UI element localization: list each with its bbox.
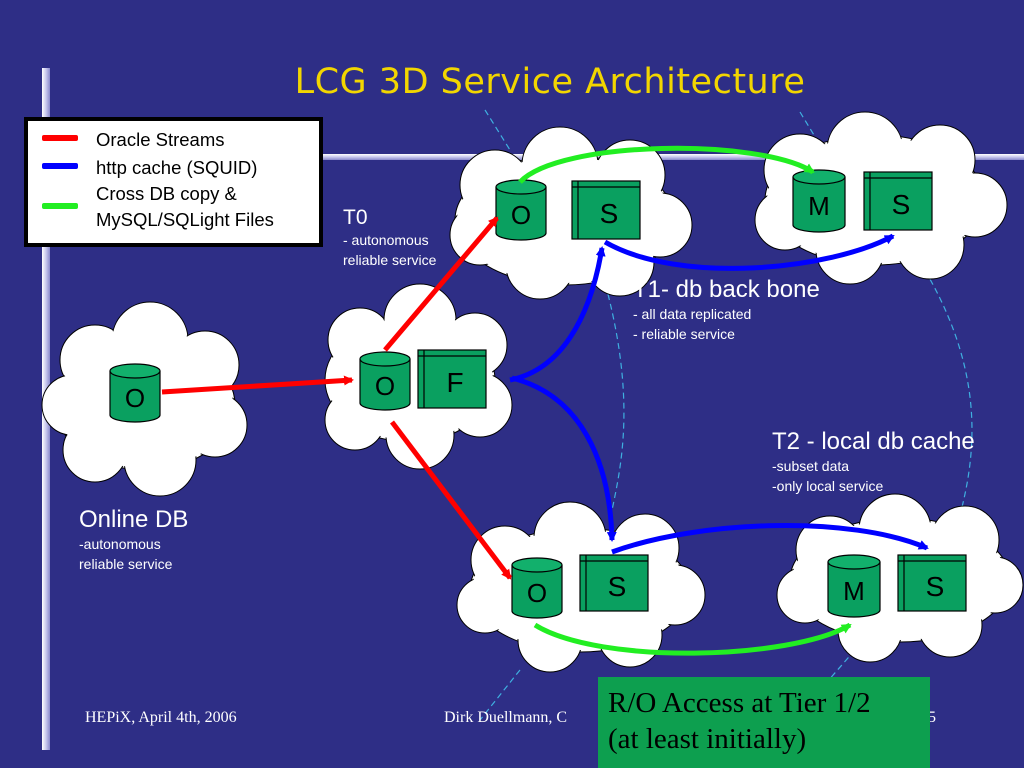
arrow-t0-to-t2a (390, 420, 512, 580)
svc-t2a-squid-box: S (579, 554, 649, 612)
db-t0-cylinder: O (359, 351, 411, 411)
svc-t1b-squid-label: S (892, 189, 911, 220)
db-t1a-label: O (511, 200, 531, 230)
arrow-t1a-copy-to-t1b (518, 145, 815, 184)
svc-t1a-squid-box: S (571, 180, 641, 240)
t1-line-1: - all data replicated (633, 306, 752, 322)
t2-line-1: -subset data (772, 458, 850, 474)
svc-t2a-squid-label: S (608, 571, 627, 602)
legend-swatch-cross-db-copy (42, 203, 78, 209)
svc-t2b-squid-box: S (897, 554, 967, 612)
db-t2a-cylinder: O (511, 557, 563, 619)
t2-label: T2 - local db cache -subset data -only l… (772, 428, 975, 496)
top-frame-rule (318, 154, 1024, 160)
t0-line-1: - autonomous (343, 232, 429, 248)
legend-swatch-oracle-streams (42, 135, 78, 141)
db-online-label: O (125, 383, 145, 413)
footer-left: HEPiX, April 4th, 2006 (85, 709, 237, 726)
svc-t2b-squid-label: S (926, 571, 945, 602)
t1-title: T1- db back bone (633, 276, 820, 303)
legend-label-cross-db-copy: Cross DB copy & (96, 183, 237, 204)
footer-page-number: 5 (928, 709, 936, 726)
online-db-title: Online DB (79, 506, 189, 533)
svc-t1b-squid-box: S (863, 171, 933, 231)
online-db-line-2: reliable service (79, 556, 173, 572)
arrow-t2a-to-t2b (611, 523, 929, 555)
callout-line-1: R/O Access at Tier 1/2 (608, 687, 871, 719)
arrow-f-to-t2a (511, 375, 617, 542)
db-t1b-cylinder: M (792, 169, 846, 233)
legend-label-http-cache: http cache (SQUID) (96, 157, 258, 178)
svc-t1a-squid-label: S (600, 198, 619, 229)
footer-center: Dirk Duellmann, C (444, 709, 568, 726)
arrow-t1a-to-t1b (603, 233, 895, 271)
t2-title: T2 - local db cache (772, 428, 975, 455)
t0-title: T0 (343, 206, 368, 229)
t0-line-2: reliable service (343, 252, 437, 268)
db-t1a-cylinder: O (495, 179, 547, 241)
arrow-t2a-copy-to-t2b (533, 622, 852, 656)
arrow-f-to-t1a (509, 246, 606, 383)
blue-arrows (509, 233, 929, 555)
cloud-t1a (449, 126, 693, 300)
db-t2b-cylinder: M (827, 554, 881, 618)
db-t2a-label: O (527, 578, 547, 608)
svc-t0-frontier-label: F (446, 367, 463, 398)
callout-line-2: (at least initially) (608, 723, 807, 755)
legend: Oracle Streams http cache (SQUID) Cross … (24, 117, 323, 247)
ro-access-callout: R/O Access at Tier 1/2 (at least initial… (598, 677, 930, 768)
db-online-cylinder: O (109, 363, 161, 423)
red-arrows (161, 216, 512, 580)
t0-label: T0 - autonomous reliable service (343, 206, 436, 270)
t1-label: T1- db back bone - all data replicated -… (633, 276, 820, 344)
legend-label-oracle-streams: Oracle Streams (96, 129, 225, 150)
db-t0-label: O (375, 371, 395, 401)
t2-line-2: -only local service (772, 478, 884, 494)
db-t2b-label: M (843, 576, 865, 606)
green-arrows (518, 145, 852, 656)
legend-label-mysql-files: MySQL/SQLight Files (96, 209, 274, 230)
arrow-t0-to-t1a (383, 216, 499, 352)
arrow-online-to-t0 (161, 375, 354, 395)
t1-line-2: - reliable service (633, 326, 735, 342)
online-db-line-1: -autonomous (79, 536, 161, 552)
svc-t0-frontier-box: F (417, 349, 487, 409)
legend-swatch-http-cache (42, 163, 78, 169)
online-db-label: Online DB -autonomous reliable service (79, 506, 188, 574)
db-t1b-label: M (808, 191, 830, 221)
slide-title: LCG 3D Service Architecture (294, 62, 806, 102)
